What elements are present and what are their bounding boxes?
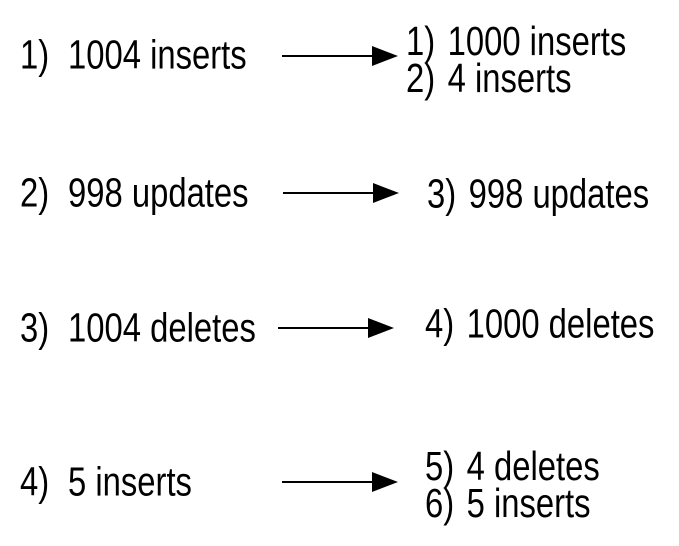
arrow-head [372,472,398,492]
item-marker: 2) [20,169,50,216]
source-item-3: 3) 1004 deletes [20,304,256,351]
arrow-head [373,183,399,203]
item-marker: 1) [20,31,50,78]
source-item-2: 2) 998 updates [20,169,249,216]
item-marker: 3) [427,170,457,217]
item-text: 1004 deletes [68,304,256,351]
arrow-shaft [278,327,368,329]
item-text: 1000 deletes [466,300,655,347]
arrow-head [368,318,394,338]
item-marker: 4) [425,300,455,347]
target-group-3: 4)1000 deletes [425,300,654,347]
item-marker: 5) [425,443,455,489]
target-item: 1)1000 inserts [406,18,626,64]
target-item: 3)998 updates [427,170,649,217]
target-group-2: 3)998 updates [427,170,649,217]
item-marker: 2) [406,55,436,101]
target-item: 5)4 deletes [425,443,600,489]
item-marker: 1) [406,18,436,64]
right-arrow-icon [278,318,394,338]
source-item-1: 1) 1004 inserts [20,31,247,78]
target-group-1: 1)1000 inserts 2)4 inserts [406,18,626,101]
arrow-shaft [282,481,372,483]
item-marker: 4) [20,458,50,505]
item-text: 1004 inserts [68,31,247,78]
item-text: 998 updates [468,170,650,217]
arrow-shaft [283,192,373,194]
source-item-4: 4) 5 inserts [20,458,192,505]
right-arrow-icon [283,183,399,203]
arrow-shaft [282,55,372,57]
arrow-head [372,46,398,66]
target-item: 6)5 inserts [425,480,600,526]
target-group-4: 5)4 deletes 6)5 inserts [425,443,600,526]
target-item: 2)4 inserts [406,55,626,101]
item-marker: 3) [20,304,50,351]
item-text: 5 inserts [466,480,591,526]
target-item: 4)1000 deletes [425,300,654,347]
item-text: 1000 inserts [447,18,627,64]
item-text: 4 deletes [466,443,600,489]
item-marker: 6) [425,480,455,526]
item-text: 4 inserts [447,55,572,101]
item-text: 5 inserts [68,458,192,505]
right-arrow-icon [282,46,398,66]
item-text: 998 updates [68,169,249,216]
right-arrow-icon [282,472,398,492]
